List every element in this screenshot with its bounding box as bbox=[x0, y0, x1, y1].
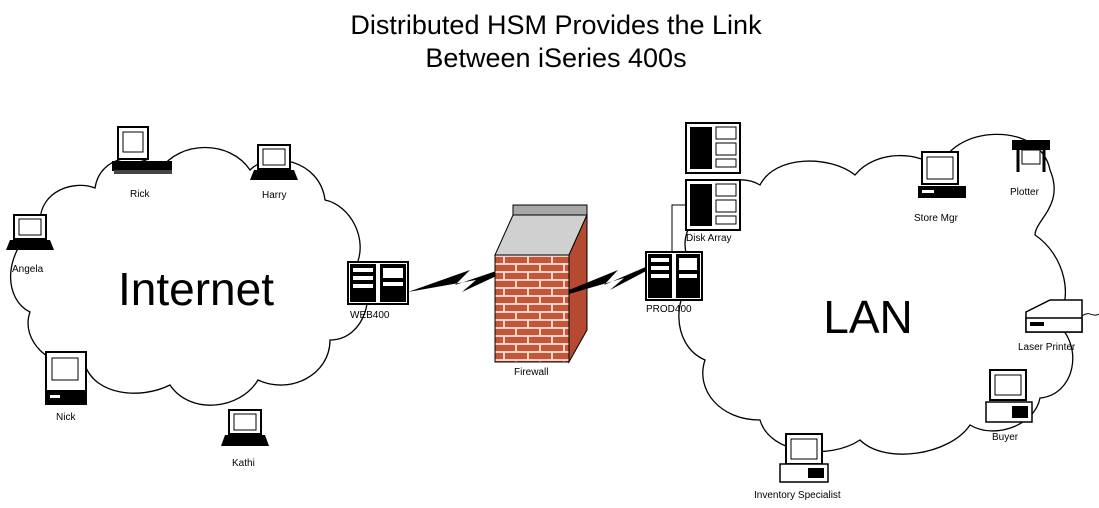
firewall-wall-icon bbox=[494, 204, 588, 364]
store-mgr-label: Store Mgr bbox=[914, 213, 959, 224]
prod400-server-icon bbox=[645, 251, 703, 301]
web400-server-icon bbox=[347, 261, 409, 305]
angela-laptop-icon bbox=[6, 214, 54, 250]
plotter-icon bbox=[1012, 140, 1050, 172]
buyer-computer-icon bbox=[985, 369, 1033, 423]
lan-cloud bbox=[678, 133, 1074, 455]
plotter-label: Plotter bbox=[1010, 187, 1040, 198]
laser-printer-icon bbox=[1025, 299, 1099, 333]
prod400-disk-link bbox=[671, 204, 686, 252]
diagram-title-line2: Between iSeries 400s bbox=[425, 43, 686, 73]
web400-firewall-link bbox=[408, 268, 505, 292]
buyer-label: Buyer bbox=[992, 432, 1019, 443]
store-mgr-computer-icon bbox=[918, 151, 966, 198]
web400-label: WEB400 bbox=[350, 310, 390, 321]
rick-computer-icon bbox=[112, 126, 172, 174]
inventory-specialist-label: Inventory Specialist bbox=[754, 490, 841, 501]
kathi-label: Kathi bbox=[232, 458, 255, 469]
prod400-label: PROD400 bbox=[646, 304, 692, 315]
laser-printer-label: Laser Printer bbox=[1018, 342, 1076, 353]
nick-label: Nick bbox=[56, 412, 76, 423]
inventory-specialist-computer-icon bbox=[779, 433, 829, 483]
harry-laptop-icon bbox=[250, 144, 298, 180]
angela-label: Angela bbox=[12, 264, 44, 275]
firewall-prod400-link bbox=[569, 266, 648, 294]
firewall-label: Firewall bbox=[514, 367, 548, 378]
nick-computer-icon bbox=[45, 351, 87, 405]
disk-array-label: Disk Array bbox=[686, 233, 732, 244]
harry-label: Harry bbox=[262, 190, 286, 201]
lan-label: LAN bbox=[823, 291, 912, 343]
diagram-title-line1: Distributed HSM Provides the Link bbox=[350, 10, 762, 40]
rick-label: Rick bbox=[130, 189, 150, 200]
internet-label: Internet bbox=[118, 263, 274, 315]
disk-array-icon bbox=[685, 122, 741, 231]
kathi-laptop-icon bbox=[221, 409, 269, 446]
